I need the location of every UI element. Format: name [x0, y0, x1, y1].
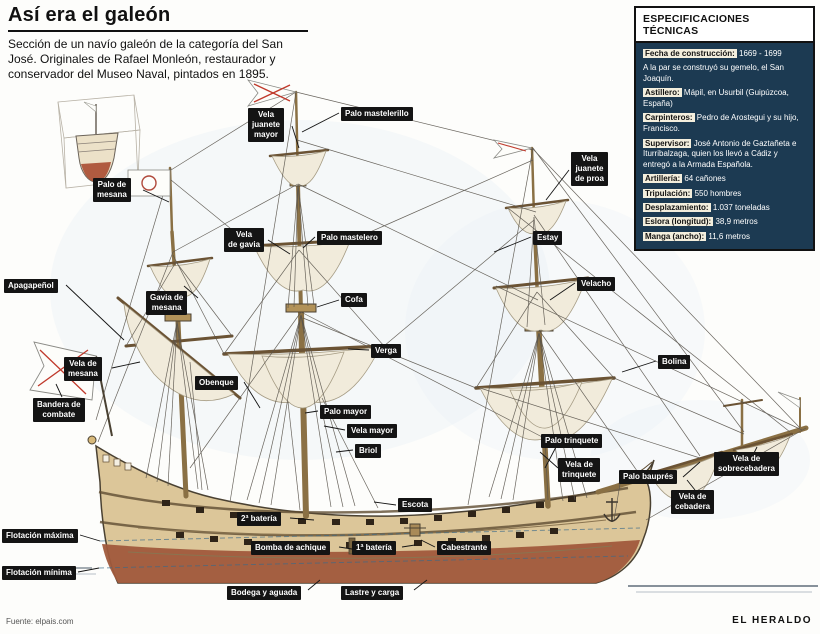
sea-lines	[52, 567, 818, 593]
source-credit: Fuente: elpais.com	[6, 617, 74, 626]
publisher-brand: EL HERALDO	[732, 615, 812, 626]
capstan	[409, 523, 421, 537]
spec-row: Desplazamiento: 1.037 toneladas	[643, 203, 806, 214]
spec-row: Tripulación: 550 hombres	[643, 188, 806, 200]
mizzen-top-flag-icon	[127, 169, 171, 197]
spec-field-value: 11,6 metros	[708, 231, 750, 241]
spec-field-value: Pedro de Arostegui y su hijo, Francisco.	[643, 113, 799, 134]
jack-pennant-icon	[777, 391, 801, 409]
spec-box-title: ESPECIFICACIONES TÉCNICAS	[636, 8, 813, 43]
hull	[87, 435, 655, 584]
anchor-icon	[603, 498, 621, 522]
spec-field-value: 64 cañones	[684, 174, 726, 184]
fore-top-pennant-icon	[492, 139, 533, 159]
bilge-pump	[348, 537, 356, 555]
spec-field-label: Tripulación:	[643, 188, 693, 198]
spec-field-value: 1669 - 1699	[739, 49, 782, 58]
spec-field-value: 550 hombres	[694, 188, 742, 198]
spec-row: Supervisor: José Antonio de Gaztañeta e …	[643, 138, 806, 171]
spec-field-label: Carpinteros:	[643, 113, 695, 123]
spec-field-value: A la par se construyó su gemelo, el San …	[643, 63, 784, 84]
spec-field-label: Fecha de construcción:	[643, 49, 737, 58]
spec-row: Carpinteros: Pedro de Arostegui y su hij…	[643, 113, 806, 135]
spec-field-label: Eslora (longitud):	[643, 217, 714, 227]
spec-field-label: Manga (ancho):	[643, 231, 707, 241]
flags	[29, 79, 801, 437]
spec-field-label: Supervisor:	[643, 138, 692, 148]
spec-field-value: 1.037 toneladas	[712, 203, 770, 213]
leader-lines	[55, 112, 758, 591]
spec-field-label: Artillería:	[643, 174, 683, 184]
spec-row: A la par se construyó su gemelo, el San …	[643, 63, 806, 85]
spec-field-label: Astillero:	[643, 88, 682, 98]
stern-details	[87, 435, 132, 471]
spec-row: Eslora (longitud): 38,9 metros	[643, 217, 806, 228]
spec-row: Manga (ancho): 11,6 metros	[643, 231, 806, 243]
inset-cross-section	[57, 94, 141, 189]
spec-field-value: 38,9 metros	[715, 217, 758, 227]
page-subtitle: Sección de un navío galeón de la categor…	[8, 37, 283, 81]
spec-row: Fecha de construcción: 1669 - 1699	[643, 49, 806, 60]
header: Así era el galeón Sección de un navío ga…	[8, 4, 308, 82]
spec-row: Artillería: 64 cañones	[643, 174, 806, 185]
spec-row: Astillero: Mápil, en Usurbil (Guipúzcoa,…	[643, 88, 806, 110]
spec-box: ESPECIFICACIONES TÉCNICAS Fecha de const…	[634, 6, 815, 252]
spec-field-label: Desplazamiento:	[643, 203, 711, 213]
page-title: Así era el galeón	[8, 4, 308, 32]
spec-list: Fecha de construcción: 1669 - 1699 A la p…	[636, 43, 813, 250]
spec-field-value: José Antonio de Gaztañeta e Iturribalzag…	[643, 138, 797, 170]
spec-field-value: Mápil, en Usurbil (Guipúzcoa, España)	[643, 88, 789, 109]
